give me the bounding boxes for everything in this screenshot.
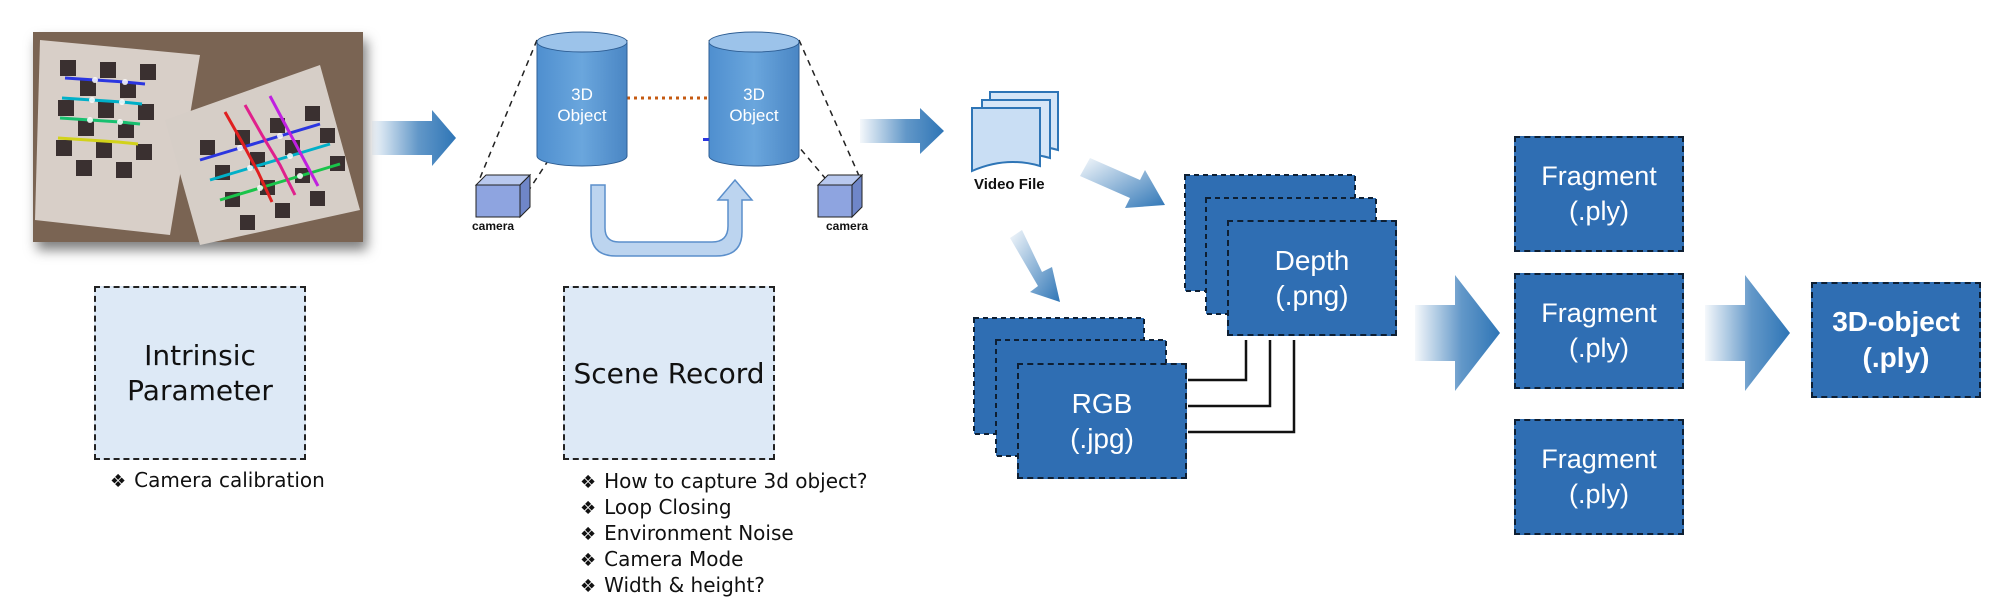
scene-record-drawing — [474, 31, 864, 257]
scene-record-box: Scene Record — [563, 286, 775, 460]
intrinsic-parameter-box: Intrinsic Parameter — [94, 286, 306, 460]
calibration-bullets: Camera calibration — [110, 467, 325, 493]
arrow-video-to-depth — [1080, 158, 1165, 208]
left-camera-label: camera — [472, 219, 515, 233]
fragment-label: Fragment (.ply) — [1541, 160, 1657, 226]
right-camera-label: camera — [826, 219, 869, 233]
intrinsic-parameter-label: Intrinsic Parameter — [127, 339, 273, 407]
depth-card: Depth (.png) — [1227, 220, 1397, 336]
3d-object-label: 3D-object (.ply) — [1832, 305, 1960, 373]
calibration-photo — [33, 32, 363, 245]
arrow-to-scene — [372, 110, 456, 166]
arrow-video-to-rgb — [1010, 230, 1060, 302]
fragment-card-3: Fragment (.ply) — [1514, 419, 1684, 535]
video-file-icon — [971, 91, 1059, 173]
scene-record-label: Scene Record — [573, 356, 765, 390]
bullet-item: Camera Mode — [580, 546, 868, 572]
loop-arrow — [590, 178, 754, 257]
bullet-item: Environment Noise — [580, 520, 868, 546]
fragment-card-2: Fragment (.ply) — [1514, 273, 1684, 389]
bullet-item: Camera calibration — [110, 467, 325, 493]
fragment-label: Fragment (.ply) — [1541, 443, 1657, 509]
rgb-label: RGB (.jpg) — [1070, 388, 1134, 454]
arrow-to-fragments — [1415, 275, 1500, 391]
arrow-to-video — [860, 108, 944, 154]
rgb-card: RGB (.jpg) — [1017, 363, 1187, 479]
fragment-card-1: Fragment (.ply) — [1514, 136, 1684, 252]
left-object-label: 3D Object — [557, 85, 607, 126]
bullet-item: Width & height? — [580, 572, 868, 598]
right-camera-icon — [816, 173, 864, 219]
video-file-label: Video File — [974, 176, 1045, 193]
fragment-label: Fragment (.ply) — [1541, 297, 1657, 363]
arrow-to-3d-object — [1705, 275, 1790, 391]
depth-rgb-connectors — [1188, 340, 1296, 434]
bullet-item: Loop Closing — [580, 494, 868, 520]
right-object-label: 3D Object — [729, 85, 779, 126]
bullet-item: How to capture 3d object? — [580, 468, 867, 494]
depth-label: Depth (.png) — [1274, 245, 1350, 311]
left-camera-icon — [474, 173, 532, 219]
scene-bullets: How to capture 3d object? Loop Closing E… — [580, 468, 868, 598]
3d-object-card: 3D-object (.ply) — [1811, 282, 1981, 398]
